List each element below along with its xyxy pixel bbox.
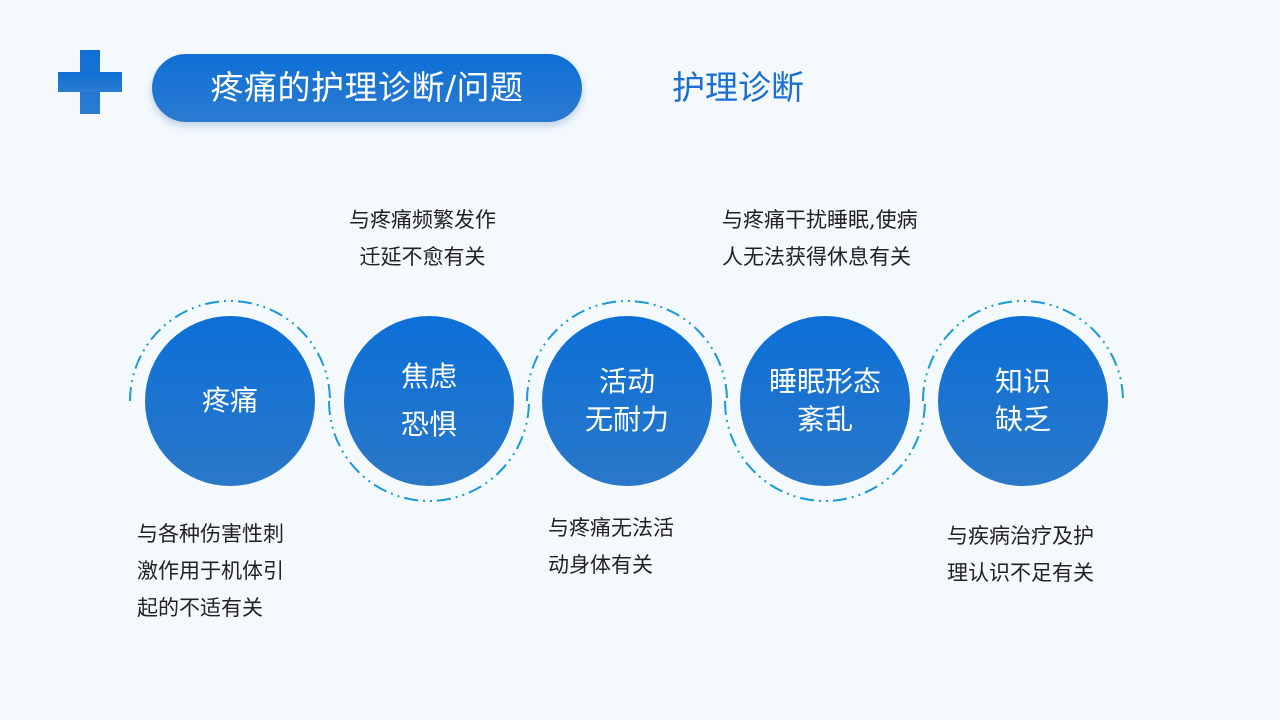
diagnosis-circle-activity-intolerance: 活动 无耐力	[542, 316, 712, 486]
circle-label: 知识	[994, 365, 1051, 398]
circle-label: 缺乏	[994, 403, 1051, 436]
circle-label: 活动	[598, 365, 655, 398]
page-title: 疼痛的护理诊断/问题	[152, 54, 582, 122]
circle-label: 紊乱	[796, 403, 853, 436]
circle-label: 疼痛	[201, 384, 258, 417]
note-anxiety: 与疼痛频繁发作 迁延不愈有关	[349, 208, 496, 269]
circle-label: 恐惧	[400, 408, 457, 441]
section-subtitle: 护理诊断	[672, 68, 804, 107]
diagnosis-circle-anxiety: 焦虑 恐惧	[344, 316, 514, 486]
diagnosis-circle-pain: 疼痛	[145, 316, 315, 486]
plus-icon	[58, 50, 122, 114]
circle-label: 睡眠形态	[768, 365, 881, 398]
circle-label: 焦虑	[400, 360, 457, 393]
note-knowledge-deficit: 与疾病治疗及护 理认识不足有关	[947, 524, 1094, 585]
note-activity-intolerance: 与疼痛无法活 动身体有关	[548, 516, 674, 577]
note-sleep-disturbance: 与疼痛干扰睡眠,使病 人无法获得休息有关	[722, 208, 918, 269]
diagnosis-circle-knowledge-deficit: 知识 缺乏	[938, 316, 1108, 486]
circle-label: 无耐力	[584, 403, 669, 436]
note-pain: 与各种伤害性刺 激作用于机体引 起的不适有关	[137, 522, 284, 620]
diagnosis-circle-sleep-disturbance: 睡眠形态 紊乱	[740, 316, 910, 486]
